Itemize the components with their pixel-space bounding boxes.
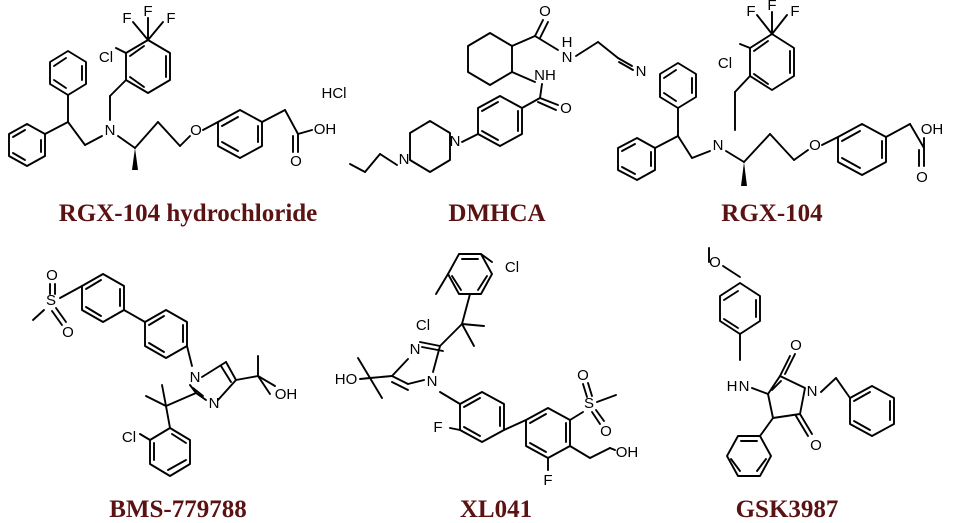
nitrogen-atom: N <box>427 373 438 390</box>
nitrogen-atom: N <box>562 49 573 66</box>
amide-nh: NH <box>534 67 556 84</box>
nitrogen-atom: N <box>450 133 461 150</box>
hydrogen-atom: H <box>562 34 573 51</box>
compound-name: RGX-104 hydrochloride <box>59 200 318 227</box>
hydroxyl-group: OH <box>314 121 337 138</box>
fluorine-atom: F <box>143 3 152 20</box>
nitrogen-atom: N <box>713 137 724 154</box>
fluorine-atom: F <box>433 419 442 436</box>
structure-xl041: Cl Cl N N HO F S O <box>335 253 639 523</box>
compound-name: RGX-104 <box>721 200 823 227</box>
oxygen-atom: O <box>600 423 612 440</box>
oxygen-atom: O <box>709 254 721 271</box>
oxygen-atom: O <box>539 3 551 20</box>
oxygen-atom: O <box>190 122 202 139</box>
structure-dmhca: O N H N NH O N N DMHCA <box>349 3 647 227</box>
nitrogen-atom: N <box>209 395 220 412</box>
structure-gsk3987: O H N O N O GSK3987 <box>708 247 895 523</box>
chlorine-atom: Cl <box>99 49 113 66</box>
chlorine-atom: Cl <box>122 429 136 446</box>
nitrogen-atom: N <box>636 63 647 80</box>
oxygen-atom: O <box>577 367 589 384</box>
structure-bms-779788: S O O N N OH <box>32 267 298 523</box>
oxygen-atom: O <box>790 337 802 354</box>
compound-name: XL041 <box>460 496 532 523</box>
oxygen-atom: O <box>290 153 302 170</box>
fluorine-atom: F <box>543 472 552 489</box>
amine-nh: H <box>727 378 738 395</box>
chlorine-atom: Cl <box>416 317 430 334</box>
sulfur-atom: S <box>584 395 594 412</box>
sulfur-atom: S <box>46 292 56 309</box>
fluorine-atom: F <box>790 3 799 20</box>
fluorine-atom: F <box>767 0 776 14</box>
chlorine-atom: Cl <box>505 259 519 276</box>
fluorine-atom: F <box>122 10 131 27</box>
compound-name: BMS-779788 <box>109 496 247 523</box>
oxygen-atom: O <box>810 437 822 454</box>
fluorine-atom: F <box>166 10 175 27</box>
oxygen-atom: O <box>916 169 928 186</box>
nitrogen-atom: N <box>807 383 818 400</box>
fluorine-atom: F <box>746 3 755 20</box>
structure-rgx-104-hydrochloride: F F F Cl N O <box>8 3 347 227</box>
nitrogen-atom: N <box>399 151 410 168</box>
hydroxyl-group: OH <box>921 121 944 138</box>
hydroxyl-group: OH <box>275 386 298 403</box>
compound-name: GSK3987 <box>736 496 839 523</box>
hydroxyl-group: OH <box>616 444 639 461</box>
nitrogen-atom: N <box>410 341 421 358</box>
salt-label: HCl <box>322 85 347 102</box>
structure-rgx-104: F F F Cl N O OH <box>617 0 944 227</box>
hydroxyl-group: HO <box>335 371 358 388</box>
chlorine-atom: Cl <box>718 55 732 72</box>
oxygen-atom: O <box>809 137 821 154</box>
nitrogen-atom: N <box>739 378 750 395</box>
oxygen-atom: O <box>62 324 74 341</box>
nitrogen-atom: N <box>190 369 201 386</box>
oxygen-atom: O <box>46 267 58 284</box>
compound-name: DMHCA <box>448 200 545 227</box>
oxygen-atom: O <box>560 100 572 117</box>
nitrogen-atom: N <box>105 122 116 139</box>
